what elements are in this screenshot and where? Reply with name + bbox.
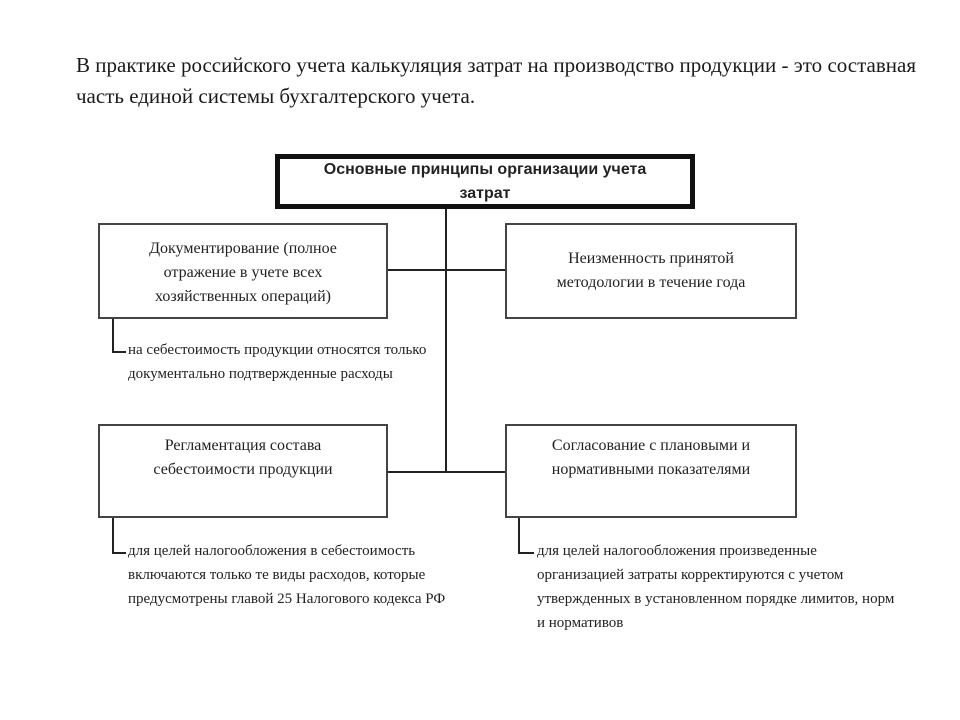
principle-label: Документирование (полное отражение в уче… — [149, 240, 337, 305]
principle-label: Неизменность принятой методологии в тече… — [556, 250, 746, 291]
diagram-title-box: Основные принципы организации учета затр… — [275, 154, 695, 209]
principle-box-regulation: Регламентация состава себестоимости прод… — [98, 424, 388, 518]
principle-box-methodology: Неизменность принятой методологии в тече… — [505, 223, 797, 319]
principle-note-regulation: для целей налогообложения в себестоимост… — [128, 543, 446, 607]
principle-note-coordination: для целей налогообложения произведенные … — [537, 543, 895, 631]
note-bracket-4 — [518, 518, 534, 554]
principle-label: Согласование с плановыми и нормативными … — [551, 437, 751, 478]
diagram-title: Основные принципы организации учета затр… — [323, 160, 647, 202]
principle-note-documentation: на себестоимость продукции относятся тол… — [128, 342, 427, 382]
intro-paragraph: В практике российского учета калькуляция… — [76, 53, 916, 108]
principle-box-coordination: Согласование с плановыми и нормативными … — [505, 424, 797, 518]
note-bracket-1 — [112, 319, 126, 353]
note-bracket-3 — [112, 518, 126, 554]
principle-label: Регламентация состава себестоимости прод… — [153, 437, 333, 478]
principle-box-documentation: Документирование (полное отражение в уче… — [98, 223, 388, 319]
